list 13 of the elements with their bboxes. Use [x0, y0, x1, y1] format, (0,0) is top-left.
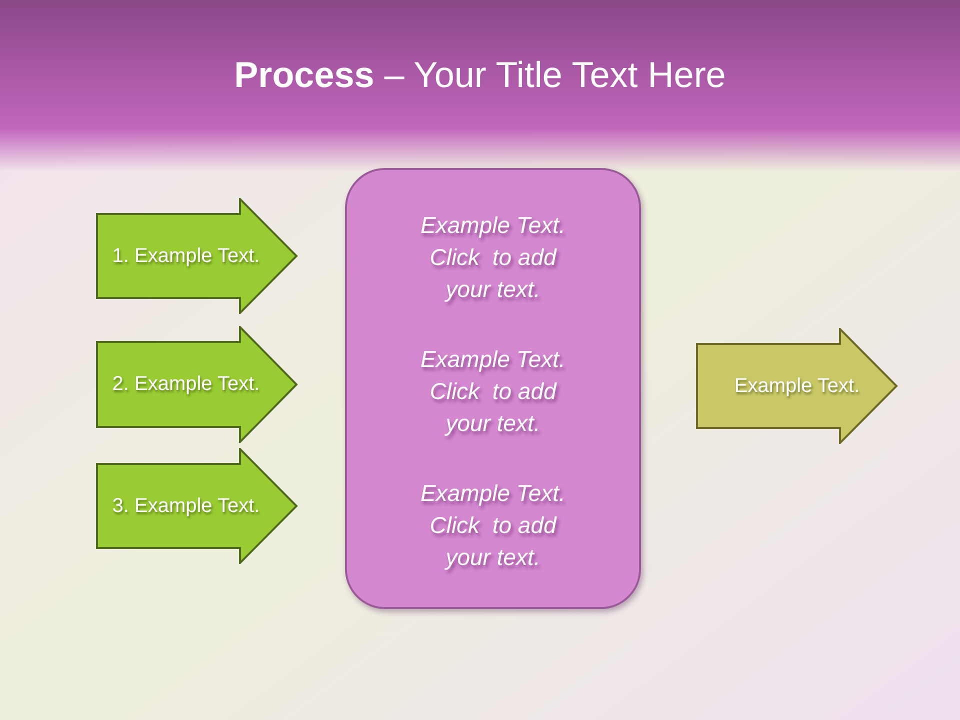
rounded-panel — [345, 168, 641, 609]
arrow-shape — [696, 328, 898, 444]
step-label: 2. Example Text. — [112, 372, 260, 397]
arrow-shape — [96, 198, 298, 314]
body-text: Example Text. Click to add your text. — [420, 478, 566, 572]
step-label: 3. Example Text. — [112, 494, 260, 518]
body-text: Example Text. Click to add your text. — [420, 344, 566, 438]
body-text: Example Text. Click to add your text. — [420, 210, 566, 304]
title: Process – Your Title Text Here — [234, 53, 726, 97]
arrow-shape — [96, 326, 298, 443]
result-label: Example Text. — [734, 374, 860, 398]
step-label: 1. Example Text. — [112, 244, 260, 268]
arrow-shape — [96, 448, 298, 564]
